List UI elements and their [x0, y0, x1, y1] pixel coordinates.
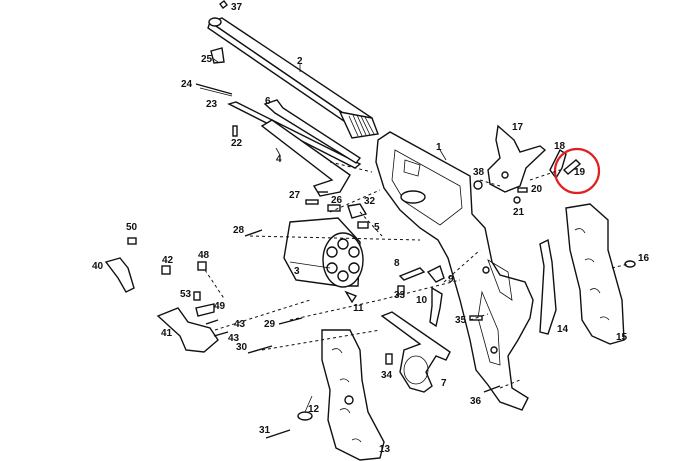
- loading-lever: [260, 119, 351, 197]
- trigger-guard: [380, 311, 451, 393]
- label-1: 1: [436, 142, 442, 153]
- label-3: 3: [294, 266, 300, 277]
- label-12: 12: [308, 404, 320, 415]
- label-53: 53: [180, 289, 192, 300]
- label-35: 35: [455, 315, 467, 326]
- part-labels: 37 2 25 24 23 6 22 4 1 17 18 19 20 21 38…: [92, 2, 650, 455]
- label-32: 32: [364, 196, 376, 207]
- label-11: 11: [353, 303, 364, 314]
- label-49: 49: [214, 301, 226, 312]
- assembly-lines: [204, 161, 629, 389]
- bolt-spring: [562, 159, 582, 175]
- hammer: [487, 124, 547, 193]
- label-34: 34: [381, 370, 393, 381]
- label-29: 29: [264, 319, 276, 330]
- label-18: 18: [554, 141, 566, 152]
- label-5: 5: [374, 222, 380, 233]
- label-48: 48: [198, 250, 210, 261]
- front-sight: [219, 0, 228, 9]
- label-26: 26: [331, 195, 343, 206]
- label-36: 36: [470, 396, 482, 407]
- label-28: 28: [233, 225, 245, 236]
- label-43-lower: 43: [228, 333, 240, 344]
- label-24: 24: [181, 79, 193, 90]
- label-33: 33: [394, 290, 406, 301]
- rear-sight-parts: [104, 237, 229, 353]
- label-21: 21: [513, 207, 525, 218]
- label-8: 8: [394, 258, 400, 269]
- grip-panel-insert: [539, 238, 557, 335]
- grip-escutcheon: [624, 260, 636, 268]
- label-43-upper: 43: [234, 319, 246, 330]
- label-38: 38: [473, 167, 485, 178]
- label-9: 9: [448, 274, 454, 285]
- label-37: 37: [231, 2, 243, 13]
- hand-and-screws: [473, 180, 528, 204]
- trigger: [429, 286, 443, 328]
- label-2: 2: [297, 56, 303, 67]
- base-pin-assembly: [195, 83, 362, 169]
- label-17: 17: [512, 122, 524, 133]
- label-41: 41: [161, 328, 173, 339]
- label-50: 50: [126, 222, 138, 233]
- cylinder: [283, 217, 364, 288]
- highlight-circle: [553, 147, 601, 195]
- leader-lines: [211, 57, 447, 413]
- label-20: 20: [531, 184, 543, 195]
- loading-plunger: [263, 99, 362, 164]
- label-4: 4: [276, 154, 282, 165]
- label-10: 10: [416, 295, 428, 306]
- label-42: 42: [162, 255, 174, 266]
- label-14: 14: [557, 324, 569, 335]
- label-15: 15: [616, 332, 628, 343]
- label-25: 25: [201, 54, 213, 65]
- label-13: 13: [379, 444, 391, 455]
- label-30: 30: [236, 342, 248, 353]
- frame-screws: [244, 229, 303, 439]
- label-22: 22: [231, 138, 243, 149]
- label-40: 40: [92, 261, 104, 272]
- trigger-spring: [398, 267, 426, 281]
- grip-panel-left: [321, 329, 385, 461]
- barrel: [207, 17, 379, 139]
- loading-lever-latch: [210, 47, 225, 64]
- hand: [426, 265, 445, 283]
- label-23: 23: [206, 99, 218, 110]
- grip-panel-right: [565, 203, 625, 345]
- label-27: 27: [289, 190, 301, 201]
- label-31: 31: [259, 425, 271, 436]
- label-6: 6: [265, 96, 271, 107]
- label-16: 16: [638, 253, 650, 264]
- label-7: 7: [441, 378, 447, 389]
- label-19: 19: [574, 167, 586, 178]
- frame: [375, 131, 534, 411]
